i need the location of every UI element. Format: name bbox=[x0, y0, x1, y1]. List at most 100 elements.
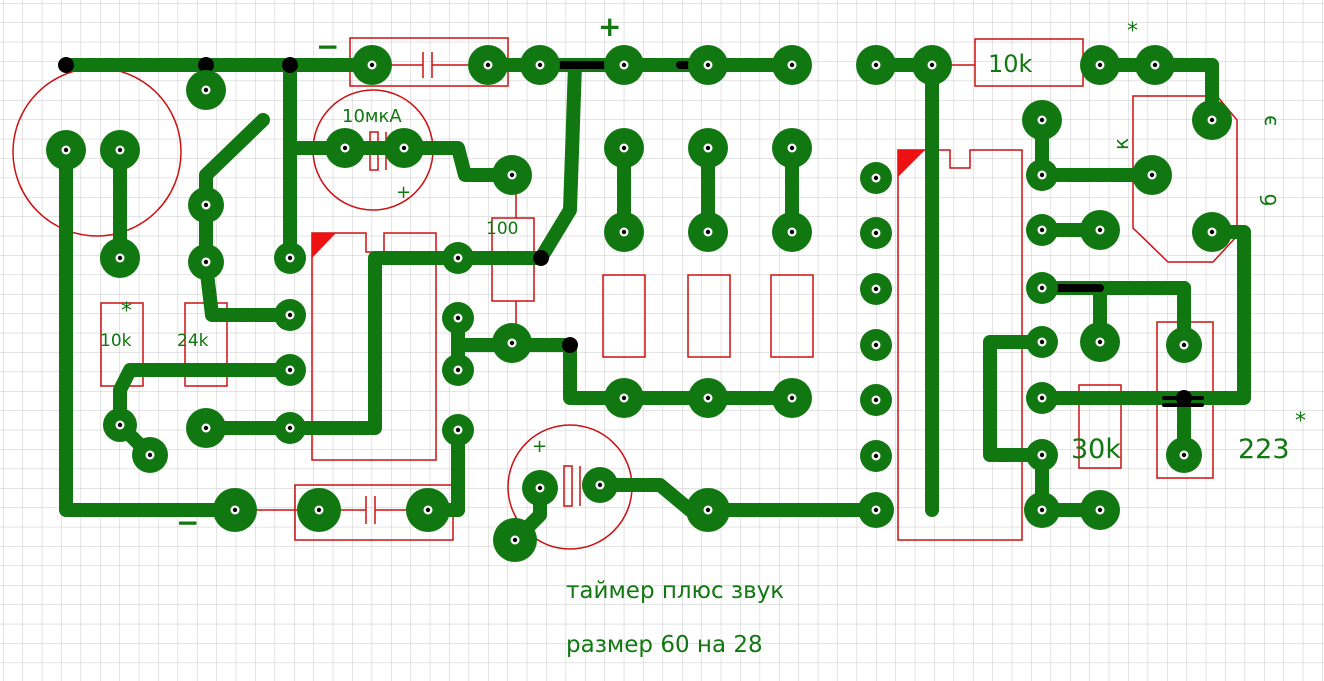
drill-center bbox=[1039, 339, 1045, 345]
drill-center bbox=[537, 485, 543, 491]
drill-center bbox=[873, 286, 879, 292]
drill-center bbox=[789, 229, 795, 235]
capacitor-symbols bbox=[250, 52, 1100, 524]
drill-center bbox=[117, 147, 123, 153]
drill-center bbox=[512, 537, 518, 543]
drill-center bbox=[705, 395, 711, 401]
drill-center bbox=[705, 62, 711, 68]
via bbox=[533, 250, 549, 266]
drill-center bbox=[929, 62, 935, 68]
drill-center bbox=[455, 367, 461, 373]
label-transistor-k: к bbox=[1109, 138, 1133, 150]
drill-center bbox=[873, 397, 879, 403]
resistor-1-outline bbox=[602, 274, 646, 358]
label-plus-top: + bbox=[598, 10, 621, 43]
via bbox=[198, 57, 214, 73]
drill-center bbox=[117, 422, 123, 428]
via bbox=[1176, 390, 1192, 406]
drill-center bbox=[873, 342, 879, 348]
drill-center bbox=[425, 507, 431, 513]
drill-center bbox=[203, 87, 209, 93]
drill-center bbox=[873, 453, 879, 459]
drill-center bbox=[873, 507, 879, 513]
drill-center bbox=[597, 482, 603, 488]
drill-center bbox=[1097, 339, 1103, 345]
drill-center bbox=[789, 62, 795, 68]
title-line-2: размер 60 на 28 bbox=[566, 632, 763, 658]
drill-center bbox=[621, 62, 627, 68]
drill-center bbox=[232, 507, 238, 513]
drill-center bbox=[1209, 229, 1215, 235]
drill-center bbox=[117, 255, 123, 261]
title-line-1: таймер плюс звук bbox=[566, 578, 784, 604]
drill-center bbox=[63, 147, 69, 153]
drill-center bbox=[203, 259, 209, 265]
label-10k-left: 10k bbox=[100, 331, 132, 351]
drill-center bbox=[287, 425, 293, 431]
drill-center bbox=[1152, 62, 1158, 68]
drill-center bbox=[485, 62, 491, 68]
drill-center bbox=[1097, 507, 1103, 513]
drill-center bbox=[147, 452, 153, 458]
label-100: 100 bbox=[486, 219, 518, 239]
drill-center bbox=[789, 395, 795, 401]
drill-center bbox=[1039, 395, 1045, 401]
drill-center bbox=[401, 145, 407, 151]
drill-center bbox=[705, 229, 711, 235]
drill-center bbox=[203, 202, 209, 208]
label-transistor-e: э bbox=[1257, 115, 1281, 126]
drill-center bbox=[1039, 285, 1045, 291]
drill-center bbox=[705, 507, 711, 513]
drill-center bbox=[455, 255, 461, 261]
silkscreen-labels: 10k 10k 24k 100 30k 223 10мкА + − − + + … bbox=[100, 10, 1306, 658]
drill-center bbox=[316, 507, 322, 513]
drill-center bbox=[455, 315, 461, 321]
via bbox=[562, 337, 578, 353]
drill-center bbox=[1039, 172, 1045, 178]
label-cap-plus-2: + bbox=[532, 436, 547, 457]
label-minus-bottom: − bbox=[176, 506, 199, 539]
via bbox=[282, 57, 298, 73]
label-30k: 30k bbox=[1071, 434, 1121, 465]
drill-center bbox=[1181, 452, 1187, 458]
resistor-3-outline bbox=[770, 274, 814, 358]
drill-center bbox=[287, 312, 293, 318]
via bbox=[58, 57, 74, 73]
label-star-1: * bbox=[121, 299, 132, 324]
label-223: 223 bbox=[1238, 434, 1290, 465]
drill-center bbox=[537, 62, 543, 68]
drill-center bbox=[509, 340, 515, 346]
drill-center bbox=[705, 145, 711, 151]
drill-center bbox=[1039, 117, 1045, 123]
label-minus-top: − bbox=[316, 30, 339, 63]
drill-center bbox=[455, 427, 461, 433]
ic-555-outline bbox=[311, 232, 437, 461]
drill-center bbox=[621, 229, 627, 235]
ic-555-pin1-marker bbox=[312, 233, 336, 258]
drill-center bbox=[203, 425, 209, 431]
pads bbox=[46, 45, 1232, 562]
drill-center bbox=[1039, 227, 1045, 233]
resistor-30k-outline bbox=[1078, 384, 1122, 469]
drill-center bbox=[873, 175, 879, 181]
drill-center bbox=[369, 62, 375, 68]
transistor-outline bbox=[1132, 95, 1238, 263]
drill-center bbox=[789, 145, 795, 151]
drill-center bbox=[342, 145, 348, 151]
drill-center bbox=[1097, 62, 1103, 68]
drill-center bbox=[1149, 172, 1155, 178]
drill-center bbox=[1039, 452, 1045, 458]
resistor-2-outline bbox=[687, 274, 731, 358]
label-cap-plus-1: + bbox=[396, 182, 411, 203]
label-star-2: * bbox=[1127, 19, 1138, 44]
drill-center bbox=[873, 62, 879, 68]
drill-center bbox=[873, 230, 879, 236]
ic-counter-outline bbox=[897, 149, 1023, 541]
drill-center bbox=[1039, 507, 1045, 513]
label-transistor-b: б bbox=[1257, 194, 1281, 206]
label-star-3: * bbox=[1295, 409, 1306, 434]
drill-center bbox=[287, 367, 293, 373]
drill-center bbox=[1181, 342, 1187, 348]
drill-center bbox=[1209, 117, 1215, 123]
